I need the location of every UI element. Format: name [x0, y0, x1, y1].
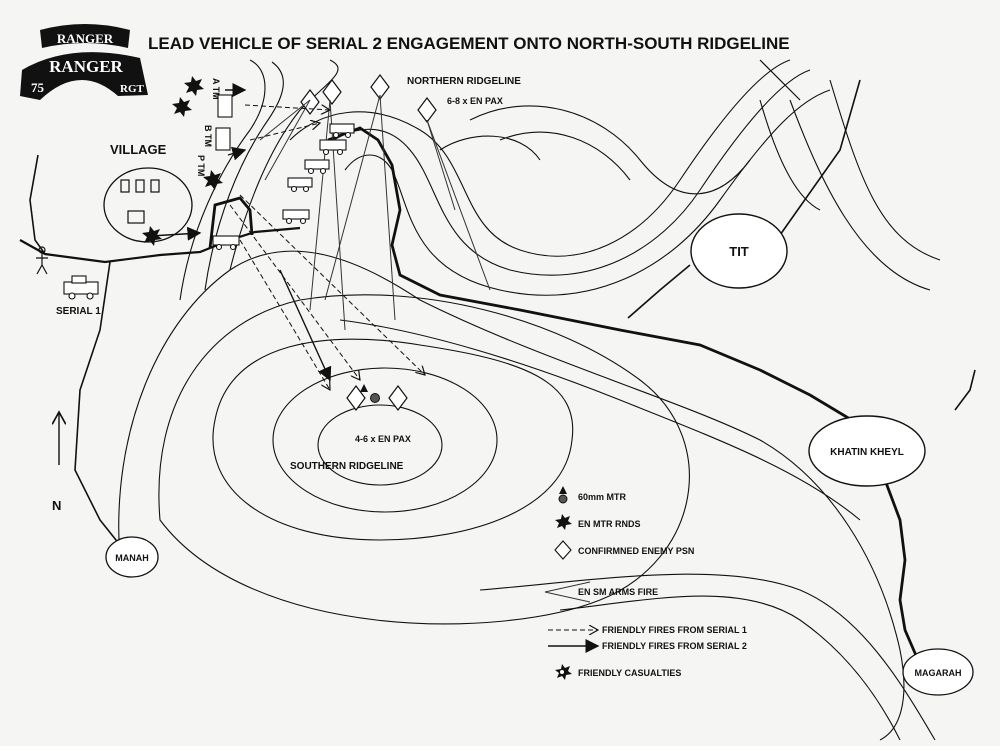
place-tit: TIT [690, 213, 788, 289]
village: VILLAGE [103, 142, 193, 243]
legend-label-enemy-psn: CONFIRMNED ENEMY PSN [578, 546, 694, 556]
village-label: VILLAGE [110, 142, 167, 157]
legend-label-serial2-fire: FRIENDLY FIRES FROM SERIAL 2 [602, 641, 747, 651]
legend-item-casualties: FRIENDLY CASUALTIES [555, 664, 681, 680]
legend-item-serial1-fire: FRIENDLY FIRES FROM SERIAL 1 [548, 625, 747, 635]
place-manah: MANAH [105, 536, 159, 578]
vehicles [63, 94, 355, 300]
mortar-position [360, 384, 380, 403]
khatin-kheyl-label: KHATIN KHEYL [830, 447, 904, 458]
legend-item-sm-arms: EN SM ARMS FIRE [544, 581, 658, 603]
north-arrow: N [52, 412, 61, 513]
legend-item-mortar: 60mm MTR [558, 486, 627, 504]
magarah-label: MAGARAH [915, 668, 962, 678]
place-khatin-kheyl: KHATIN KHEYL [808, 415, 926, 487]
soldier-figure [36, 246, 48, 275]
legend: 60mm MTR EN MTR RNDS CONFIRMNED ENEMY PS… [544, 486, 747, 680]
contour-lines [118, 59, 941, 741]
manah-label: MANAH [115, 553, 149, 563]
p-team-label: P TM [196, 155, 206, 176]
enemy-small-arms-fire [259, 94, 491, 331]
northern-ridgeline-label: NORTHERN RIDGELINE [407, 76, 521, 87]
vehicle-2 [282, 209, 310, 225]
vehicle-8 [215, 127, 231, 151]
legend-item-enemy-psn: CONFIRMNED ENEMY PSN [554, 540, 694, 560]
vehicle-4 [304, 159, 330, 175]
logo-middle-text: RANGER [49, 57, 123, 76]
place-magarah: MAGARAH [902, 648, 974, 696]
southern-pax-label: 4-6 x EN PAX [355, 434, 411, 444]
a-team-label: A TM [211, 78, 221, 100]
logo-left-text: 75 [31, 80, 45, 95]
vehicle-1 [212, 235, 240, 251]
southern-ridgeline-label: SOUTHERN RIDGELINE [290, 461, 404, 472]
b-team-label: B TM [203, 125, 213, 147]
legend-label-mortar: 60mm MTR [578, 492, 627, 502]
enemy-mortar-rounds [142, 76, 223, 246]
vehicle-5 [319, 139, 347, 156]
serial1-vehicle [63, 275, 99, 300]
legend-label-serial1-fire: FRIENDLY FIRES FROM SERIAL 1 [602, 625, 747, 635]
tit-label: TIT [729, 244, 749, 259]
legend-label-casualties: FRIENDLY CASUALTIES [578, 668, 681, 678]
logo-right-text: RGT [120, 83, 145, 95]
enemy-positions [300, 74, 437, 411]
serial1-fires [229, 105, 425, 390]
map-title: LEAD VEHICLE OF SERIAL 2 ENGAGEMENT ONTO… [148, 34, 790, 53]
legend-label-en-mtr: EN MTR RNDS [578, 519, 641, 529]
serial1-label: SERIAL 1 [56, 306, 101, 317]
vehicle-3 [287, 177, 313, 193]
ranger-scroll-logo: RANGER RANGER 75 RGT [20, 24, 148, 100]
vehicle-7 [217, 94, 233, 118]
legend-item-en-mtr: EN MTR RNDS [555, 514, 641, 530]
northern-pax-label: 6-8 x EN PAX [447, 96, 503, 106]
legend-item-serial2-fire: FRIENDLY FIRES FROM SERIAL 2 [548, 639, 747, 653]
logo-top-text: RANGER [57, 31, 114, 46]
north-label: N [52, 498, 61, 513]
vehicle-6 [329, 123, 355, 139]
legend-label-sm-arms: EN SM ARMS FIRE [578, 587, 658, 597]
serial2-fires [149, 83, 332, 382]
